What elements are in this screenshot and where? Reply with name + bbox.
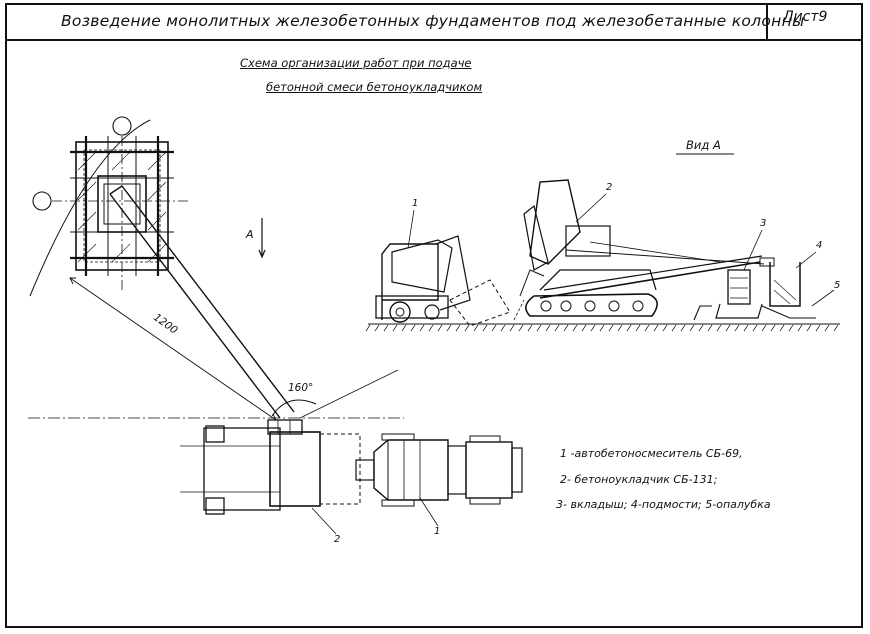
scheme-title-line1: Схема организации работ при подаче xyxy=(240,56,472,70)
ground-hatch-tick xyxy=(401,324,407,332)
ground-hatch-tick xyxy=(608,324,614,332)
ground-hatch-tick xyxy=(752,324,758,332)
angle-ray xyxy=(299,369,399,419)
ground-hatch-tick xyxy=(590,324,596,332)
ground-hatch-tick xyxy=(392,324,398,332)
ground-hatch-tick xyxy=(536,324,542,332)
ground-hatch-tick xyxy=(662,324,668,332)
truck-mixer-side xyxy=(375,235,511,327)
callout-side-3: 3 xyxy=(760,218,767,229)
ground-hatch-tick xyxy=(437,324,443,332)
swing-radius-arc xyxy=(29,119,151,297)
legend-line-2: 2- бетоноукладчик СБ-131; xyxy=(560,473,718,486)
ground-hatch-tick xyxy=(473,324,479,332)
ground-hatch-tick xyxy=(743,324,749,332)
leader-plan-1 xyxy=(419,497,439,527)
ground-hatch-tick xyxy=(815,324,821,332)
ground-hatch-tick xyxy=(653,324,659,332)
legend-line-3: 3- вкладыш; 4-подмости; 5-опалубка xyxy=(556,498,771,511)
concrete-placer-side xyxy=(513,179,765,321)
callout-side-4: 4 xyxy=(816,240,823,251)
ground-hatch-tick xyxy=(617,324,623,332)
swing-angle-label: 160° xyxy=(288,382,314,394)
ground-hatch-tick xyxy=(824,324,830,332)
dimension-1200 xyxy=(69,277,277,421)
ground-hatch-tick xyxy=(410,324,416,332)
ground-hatch-tick xyxy=(428,324,434,332)
ground-hatch-tick xyxy=(482,324,488,332)
section-marker-a xyxy=(258,218,266,259)
formwork-side xyxy=(693,257,816,321)
ground-hatch-tick xyxy=(383,324,389,332)
ground-hatch-tick xyxy=(563,324,569,332)
ground-hatch-tick xyxy=(833,324,839,332)
title-block: Возведение монолитных железобетонных фун… xyxy=(5,3,863,41)
ground-hatch-tick xyxy=(599,324,605,332)
ground-hatch-tick xyxy=(716,324,722,332)
angle-arc xyxy=(271,399,317,417)
title-divider xyxy=(766,3,768,39)
ground-hatch-tick xyxy=(491,324,497,332)
sheet-number: Лист9 xyxy=(783,9,828,25)
ground-hatch-tick xyxy=(626,324,632,332)
ground-hatch-tick xyxy=(761,324,767,332)
ground-hatch-tick xyxy=(689,324,695,332)
truck-mixer-plan xyxy=(355,433,523,507)
ground-hatch-tick xyxy=(554,324,560,332)
ground-hatch-tick xyxy=(671,324,677,332)
callout-plan-1: 1 xyxy=(434,526,441,537)
callout-side-5: 5 xyxy=(834,280,841,291)
ground-hatch-tick xyxy=(374,324,380,332)
ground-hatch-tick xyxy=(725,324,731,332)
conveyor-boom-plan xyxy=(109,185,295,419)
callout-side-1: 1 xyxy=(412,198,419,209)
ground-hatch-tick xyxy=(509,324,515,332)
view-a-label: Вид А xyxy=(686,138,721,152)
ground-hatch-tick xyxy=(527,324,533,332)
sheet-frame xyxy=(5,3,863,628)
ground-hatch-tick xyxy=(779,324,785,332)
ground-hatch-tick xyxy=(500,324,506,332)
ground-hatch-tick xyxy=(644,324,650,332)
ground-hatch-tick xyxy=(734,324,740,332)
side-leaders xyxy=(407,193,835,307)
ground-hatch-tick xyxy=(446,324,452,332)
ground-hatch-tick xyxy=(797,324,803,332)
ground-hatch-tick xyxy=(635,324,641,332)
sheet-title: Возведение монолитных железобетонных фун… xyxy=(61,12,805,30)
callout-side-2: 2 xyxy=(606,182,613,193)
ground-hatch xyxy=(365,324,839,332)
ground-hatch-tick xyxy=(455,324,461,332)
axis-bubble-left xyxy=(32,191,52,211)
legend-line-1: 1 -автобетоносмеситель СБ-69, xyxy=(560,447,743,460)
section-mark-label: А xyxy=(246,228,254,241)
scheme-title-line2: бетонной смеси бетоноукладчиком xyxy=(266,80,483,94)
ground-hatch-tick xyxy=(698,324,704,332)
leader-plan-2 xyxy=(311,507,337,535)
ground-hatch-tick xyxy=(770,324,776,332)
ground-hatch-tick xyxy=(788,324,794,332)
ground-hatch-tick xyxy=(707,324,713,332)
concrete-placer-plan xyxy=(180,419,361,515)
ground-hatch-tick xyxy=(464,324,470,332)
axis-markers xyxy=(32,116,190,290)
axis-bubble-top xyxy=(112,116,132,136)
ground-hatch-tick xyxy=(545,324,551,332)
callout-plan-2: 2 xyxy=(334,534,341,545)
ground-hatch-tick xyxy=(680,324,686,332)
ground-hatch-tick xyxy=(419,324,425,332)
ground-hatch-tick xyxy=(806,324,812,332)
ground-hatch-tick xyxy=(572,324,578,332)
ground-hatch-tick xyxy=(518,324,524,332)
ground-hatch-tick xyxy=(365,324,371,332)
ground-hatch-tick xyxy=(581,324,587,332)
